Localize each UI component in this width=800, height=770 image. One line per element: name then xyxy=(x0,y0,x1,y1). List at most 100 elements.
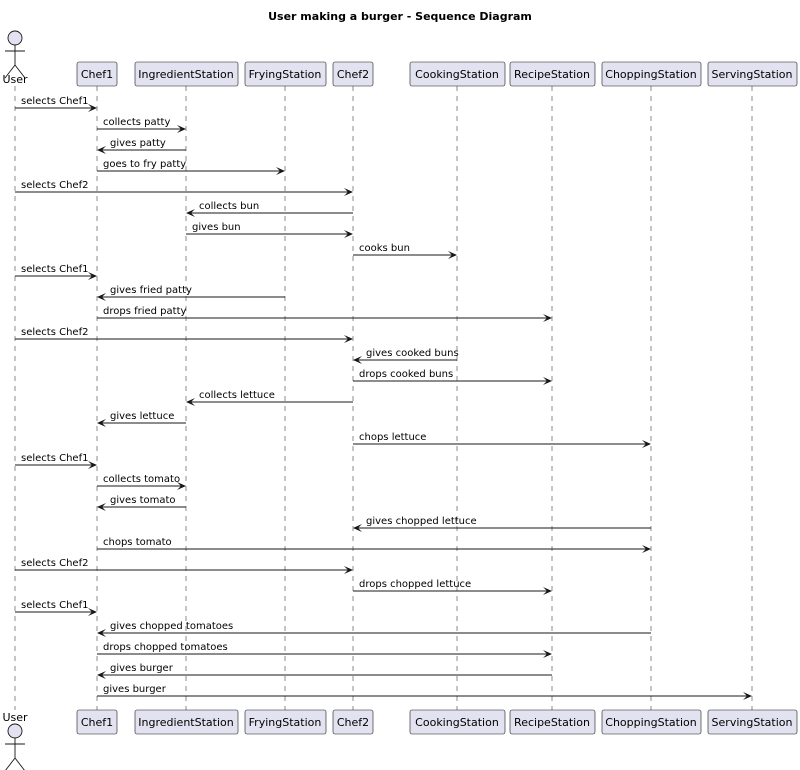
participant-recipe-bottom: RecipeStation xyxy=(509,709,596,735)
message-label: gives burger xyxy=(110,663,174,674)
participant-serving-top: ServingStation xyxy=(707,61,798,87)
actor-user-bottom: User xyxy=(2,711,28,770)
arrowhead-icon xyxy=(177,125,186,133)
arrowhead-icon xyxy=(97,629,106,637)
arrowhead-icon xyxy=(88,461,97,469)
message-label: gives fried patty xyxy=(110,285,192,296)
message: chops lettuce xyxy=(353,432,651,448)
message-label: collects patty xyxy=(103,117,170,128)
message-label: gives bun xyxy=(192,222,241,233)
participant-label: FryingStation xyxy=(249,68,322,81)
message-label: drops chopped lettuce xyxy=(359,579,471,590)
message-label: selects Chef2 xyxy=(21,180,88,191)
participant-label: RecipeStation xyxy=(514,68,590,81)
arrowhead-icon xyxy=(543,377,552,385)
message: collects bun xyxy=(186,201,353,217)
message-label: selects Chef1 xyxy=(21,96,88,107)
participant-label: ChoppingStation xyxy=(605,68,696,81)
message: drops chopped lettuce xyxy=(353,579,552,595)
actor-head-icon xyxy=(7,723,23,739)
message: selects Chef1 xyxy=(15,600,97,616)
participant-chef1-top: Chef1 xyxy=(76,61,118,87)
arrowhead-icon xyxy=(177,482,186,490)
message: selects Chef1 xyxy=(15,264,97,280)
participant-label: ChoppingStation xyxy=(605,716,696,729)
participant-label: Chef2 xyxy=(337,68,369,81)
participant-box xyxy=(509,709,596,735)
arrowhead-icon xyxy=(97,503,106,511)
message: collects patty xyxy=(97,117,186,133)
participant-box xyxy=(601,61,702,87)
arrowhead-icon xyxy=(353,356,362,364)
participant-recipe-top: RecipeStation xyxy=(509,61,596,87)
arrowhead-icon xyxy=(88,608,97,616)
message-label: collects tomato xyxy=(103,474,180,485)
message-label: gives chopped lettuce xyxy=(366,516,477,527)
message: drops cooked buns xyxy=(353,369,552,385)
message-label: drops cooked buns xyxy=(359,369,453,380)
participant-label: ServingStation xyxy=(712,716,793,729)
arrowhead-icon xyxy=(97,671,106,679)
message: gives cooked buns xyxy=(353,348,459,364)
message-label: collects lettuce xyxy=(199,390,275,401)
participant-box xyxy=(244,61,327,87)
message: selects Chef1 xyxy=(15,96,97,112)
participant-ingredient-bottom: IngredientStation xyxy=(134,709,239,735)
arrowhead-icon xyxy=(543,650,552,658)
message-label: chops lettuce xyxy=(359,432,426,443)
participant-box xyxy=(76,61,118,87)
message: goes to fry patty xyxy=(97,159,285,175)
participant-box xyxy=(332,61,374,87)
arrowhead-icon xyxy=(743,692,752,700)
participant-box xyxy=(601,709,702,735)
message: gives patty xyxy=(97,138,186,154)
participant-box xyxy=(509,61,596,87)
message-label: goes to fry patty xyxy=(103,159,186,170)
message: selects Chef2 xyxy=(15,180,353,196)
participant-label: IngredientStation xyxy=(138,68,233,81)
participant-box xyxy=(332,709,374,735)
participant-label: ServingStation xyxy=(712,68,793,81)
arrowhead-icon xyxy=(543,587,552,595)
participant-chef1-bottom: Chef1 xyxy=(76,709,118,735)
message: gives bun xyxy=(186,222,353,238)
message-label: drops chopped tomatoes xyxy=(103,642,228,653)
message-label: selects Chef1 xyxy=(21,264,88,275)
participant-ingredient-top: IngredientStation xyxy=(134,61,239,87)
participant-chef2-bottom: Chef2 xyxy=(332,709,374,735)
message: cooks bun xyxy=(353,243,457,259)
participant-frying-top: FryingStation xyxy=(244,61,327,87)
participant-box xyxy=(707,61,798,87)
message: gives burger xyxy=(97,684,752,700)
message: gives burger xyxy=(97,663,552,679)
arrowhead-icon xyxy=(97,146,106,154)
message-label: gives chopped tomatoes xyxy=(110,621,233,632)
arrowhead-icon xyxy=(642,440,651,448)
message-label: selects Chef2 xyxy=(21,558,88,569)
participant-box xyxy=(244,709,327,735)
message: gives fried patty xyxy=(97,285,285,301)
message: drops fried patty xyxy=(97,306,552,322)
participant-label: Chef1 xyxy=(81,716,113,729)
participant-serving-bottom: ServingStation xyxy=(707,709,798,735)
message-label: gives lettuce xyxy=(110,411,174,422)
arrowhead-icon xyxy=(543,314,552,322)
actor-label: User xyxy=(2,73,28,86)
participant-chef2-top: Chef2 xyxy=(332,61,374,87)
participant-cooking-bottom: CookingStation xyxy=(409,709,506,735)
message: collects tomato xyxy=(97,474,186,490)
arrowhead-icon xyxy=(276,167,285,175)
participant-box xyxy=(707,709,798,735)
message-label: gives patty xyxy=(110,138,166,149)
arrowhead-icon xyxy=(344,230,353,238)
message-label: chops tomato xyxy=(103,537,172,548)
message: gives lettuce xyxy=(97,411,186,427)
message: gives chopped lettuce xyxy=(353,516,651,532)
participant-box xyxy=(409,709,506,735)
participant-label: IngredientStation xyxy=(138,716,233,729)
participant-chopping-bottom: ChoppingStation xyxy=(601,709,702,735)
actor-label: User xyxy=(2,711,28,724)
arrowhead-icon xyxy=(88,272,97,280)
message-label: gives cooked buns xyxy=(366,348,459,359)
